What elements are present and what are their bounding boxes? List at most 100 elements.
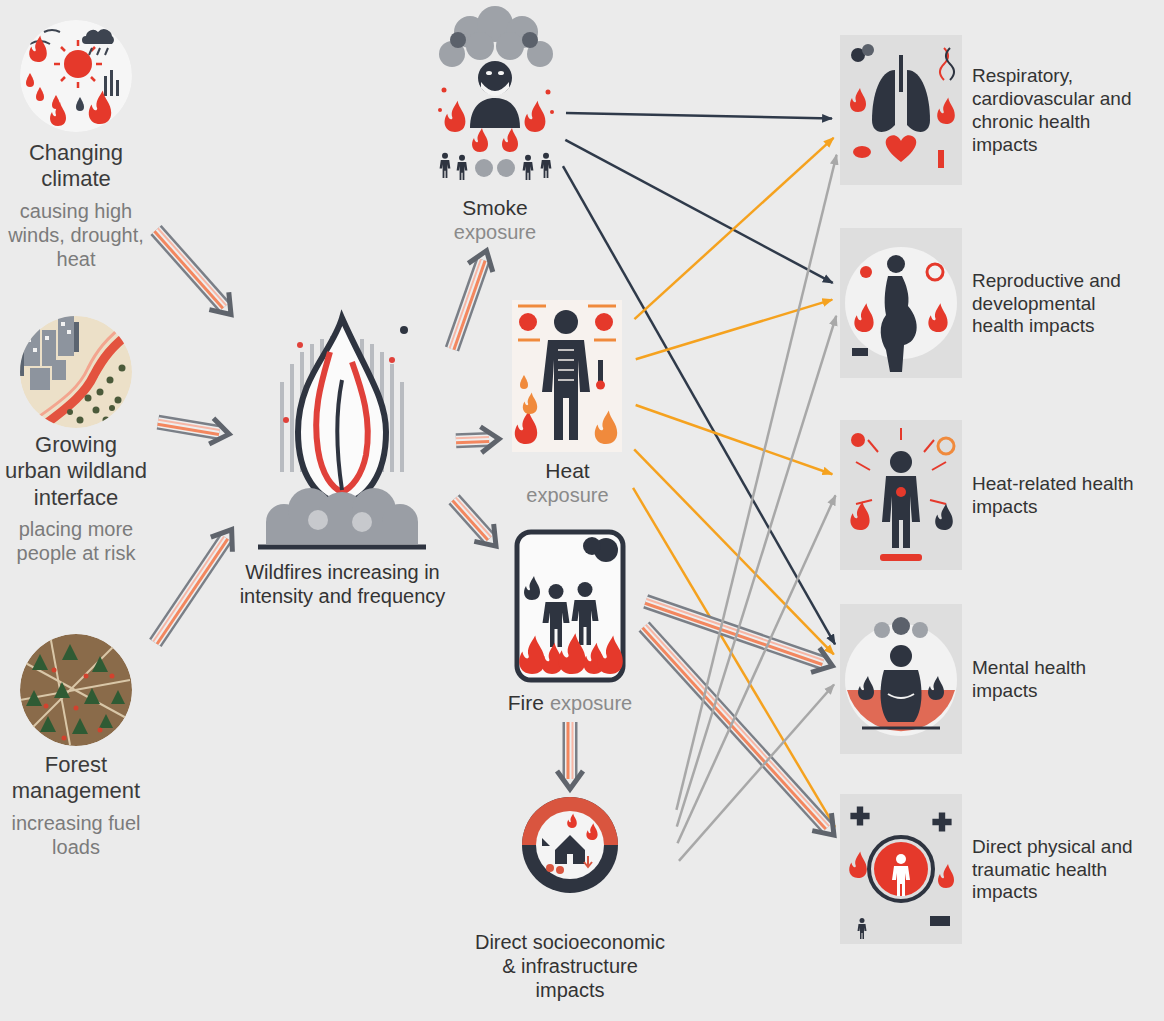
flow-arrow xyxy=(633,488,835,827)
socioeconomic-icon-part xyxy=(546,864,554,872)
mental-icon-part xyxy=(858,676,874,700)
heat-icon-part xyxy=(520,375,528,389)
node-subtitle: placing more people at risk xyxy=(4,517,148,565)
climate-icon-part-part xyxy=(44,30,60,32)
urban-icon-part-part xyxy=(27,328,31,332)
smoke-icon-part xyxy=(525,101,546,132)
heat-icon-part xyxy=(518,306,616,340)
icon-slot xyxy=(838,420,964,572)
climate-icon-part-part xyxy=(104,76,107,96)
heat-icon-part-part xyxy=(518,339,540,342)
mental-icon-part xyxy=(874,622,890,638)
climate-icon-part xyxy=(52,95,60,109)
heat-related-icon-part-part xyxy=(932,462,946,470)
heat-icon-part-part xyxy=(558,369,574,371)
climate-icon-part xyxy=(30,30,60,44)
arrow-shaft xyxy=(454,499,489,538)
urban-icon-part xyxy=(18,322,79,376)
text-group: Heatexposure xyxy=(505,458,630,507)
climate-icon-part-part xyxy=(61,47,65,51)
flow-arrow xyxy=(634,449,834,654)
wildfire-flame-part xyxy=(308,510,372,532)
heat-related-icon-part xyxy=(938,438,954,454)
wildfire-flame-part xyxy=(389,357,395,363)
flow-arrow xyxy=(636,405,833,474)
arrow-shaft-inner xyxy=(158,422,219,432)
forest-icon-part xyxy=(26,644,125,734)
urban-icon-part-part xyxy=(77,417,84,424)
physical-icon-part xyxy=(938,864,954,888)
heat-related-icon-part xyxy=(851,433,865,447)
urban-icon-part-part xyxy=(30,368,50,390)
socioeconomic-icon-part xyxy=(586,823,597,840)
climate-icon-part-part xyxy=(116,80,119,96)
heat-icon-part-part xyxy=(518,305,546,308)
forest-icon-part-part xyxy=(111,690,125,704)
climate-icon-part-part xyxy=(77,82,80,88)
node-label: Heat-related health impacts xyxy=(972,473,1152,519)
forest-icon-part-part xyxy=(84,688,100,704)
fire-icon-part xyxy=(517,532,623,680)
climate-icon-part-part xyxy=(89,48,92,55)
socioeconomic-icon-part xyxy=(567,814,577,828)
heat-related-icon-part xyxy=(890,451,912,473)
urban-icon-part-part xyxy=(93,407,100,414)
socioeconomic-icon-part xyxy=(556,866,564,874)
wildfire-flame-part-part xyxy=(280,382,284,472)
reproductive-icon xyxy=(840,228,962,378)
arrow-head xyxy=(209,418,229,444)
health-impact-node: Respiratory, cardiovascular and chronic … xyxy=(838,35,1152,187)
text-group: Changing climatecausing high winds, drou… xyxy=(0,140,152,271)
block-arrow xyxy=(154,228,231,314)
arrow-stripe xyxy=(450,259,481,348)
smoke-icon-part xyxy=(457,155,468,180)
respiratory-icon-part xyxy=(853,146,871,158)
text-group: Fireexposure xyxy=(500,690,640,715)
urban-icon-part-part xyxy=(27,338,31,342)
smoke-icon-part-part xyxy=(450,32,466,48)
wildfire-flame-part-part xyxy=(400,382,404,472)
climate-icon xyxy=(20,20,132,132)
node-subtitle: exposure xyxy=(550,691,632,715)
fire-icon xyxy=(517,532,623,680)
wildfire-flame-part-part xyxy=(308,510,328,530)
arrow-line xyxy=(679,685,834,861)
heat-related-icon-part-part xyxy=(900,428,902,440)
smoke-icon-part xyxy=(502,128,518,152)
respiratory-icon-part xyxy=(907,70,930,132)
block-arrow xyxy=(453,498,496,547)
reproductive-icon-part xyxy=(854,303,873,332)
exposure-node: Smokeexposure xyxy=(430,5,560,245)
text-group: Mental health impacts xyxy=(972,657,1152,703)
mental-icon-part xyxy=(881,670,922,722)
climate-icon-part-part xyxy=(105,48,108,55)
text-group: Reproductive and developmental health im… xyxy=(972,270,1152,338)
text-group: Direct physical and traumatic health imp… xyxy=(972,836,1152,904)
mental-icon-part xyxy=(888,694,914,698)
flow-arrow xyxy=(677,495,835,843)
respiratory-icon-part xyxy=(840,35,962,185)
text-group: Smokeexposure xyxy=(430,195,560,244)
icon-slot xyxy=(838,228,964,380)
node-subtitle: causing high winds, drought, heat xyxy=(4,199,148,271)
heat-icon-part xyxy=(515,410,537,444)
urban-icon-part xyxy=(20,316,132,428)
block-arrow xyxy=(557,722,583,789)
node-heading: Heat xyxy=(509,458,626,483)
arrow-shaft-inner xyxy=(155,538,226,643)
node-subtitle: increasing fuel loads xyxy=(4,811,148,859)
respiratory-icon-part xyxy=(886,135,917,162)
arrow-stripe xyxy=(456,498,491,537)
climate-icon-part xyxy=(36,87,44,101)
climate-icon-part-part xyxy=(97,48,100,55)
arrow-stripe xyxy=(567,722,570,779)
heat-related-icon-part xyxy=(880,554,922,561)
physical-icon-part xyxy=(850,806,869,825)
arrow-line xyxy=(563,166,835,644)
arrow-head xyxy=(209,292,231,314)
node-heading: Growing urban wildland interface xyxy=(4,432,148,511)
health-impact-node: Mental health impacts xyxy=(838,604,1152,756)
forest-icon-part-part xyxy=(110,674,115,679)
smoke-icon-part-part xyxy=(475,159,493,177)
icon-slot xyxy=(430,5,560,195)
